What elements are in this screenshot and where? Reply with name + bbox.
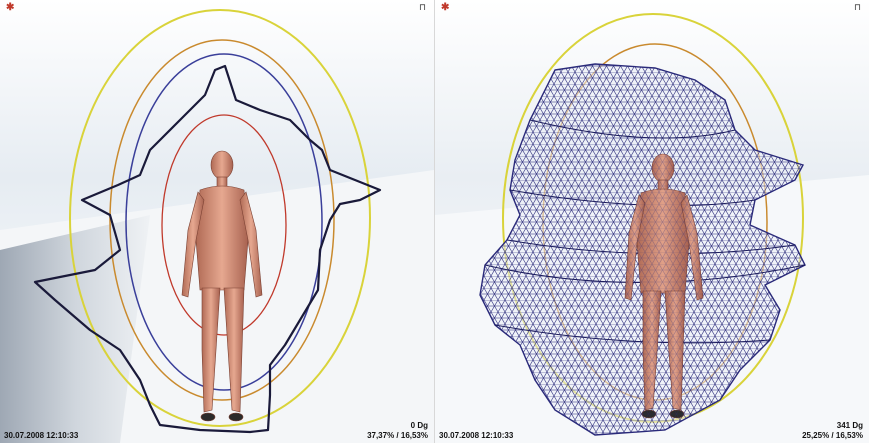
left-scene <box>0 0 434 443</box>
left-timestamp: 30.07.2008 12:10:33 <box>4 431 78 441</box>
right-readout: 341 Dg 25,25% / 16,53% <box>802 421 863 441</box>
biofield-logo-icon: ✱ <box>441 2 449 14</box>
right-angle: 341 Dg <box>802 421 863 431</box>
camera-tool-icon[interactable]: ⊓ <box>419 2 426 14</box>
right-timestamp: 30.07.2008 12:10:33 <box>439 431 513 441</box>
left-viewport[interactable]: ✱ ⊓ 30.07.2008 12:10:33 0 Dg 37,37% / 16… <box>0 0 434 443</box>
left-percent: 37,37% / 16,53% <box>367 431 428 441</box>
biofield-logo-icon: ✱ <box>6 2 14 14</box>
right-percent: 25,25% / 16,53% <box>802 431 863 441</box>
left-angle: 0 Dg <box>367 421 428 431</box>
right-viewport[interactable]: ✱ ⊓ 30.07.2008 12:10:33 341 Dg 25,25% / … <box>435 0 869 443</box>
camera-tool-icon[interactable]: ⊓ <box>854 2 861 14</box>
left-readout: 0 Dg 37,37% / 16,53% <box>367 421 428 441</box>
right-scene <box>435 0 869 443</box>
